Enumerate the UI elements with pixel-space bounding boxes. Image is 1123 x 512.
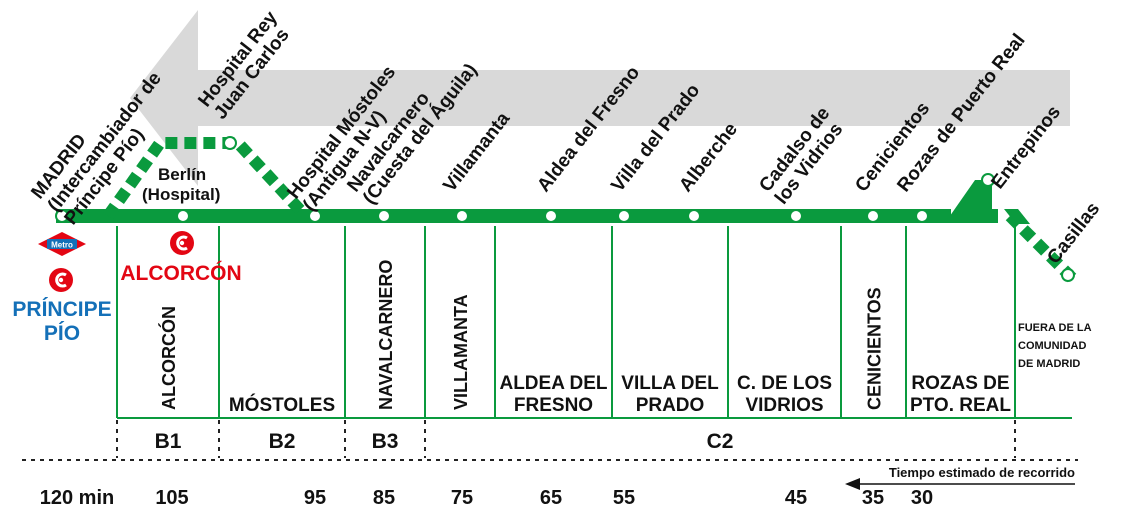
travel-time-value: 120 min — [40, 487, 114, 509]
metro-badge-text: Metro — [51, 241, 73, 250]
metro-badge — [47, 239, 77, 249]
travel-time-value: 75 — [451, 487, 473, 509]
municipality-name: ROZAS DE — [911, 373, 1009, 394]
cercanias-c-shape — [176, 235, 188, 251]
municipality-labels: ALCORCÓN MÓSTOLES NAVALCARNERO VILLAMANTA AL… — [158, 260, 1092, 416]
municipality-name: DE MADRID — [1018, 358, 1080, 370]
station-dot — [455, 209, 469, 223]
municipality-name: FUERA DE LA — [1018, 322, 1092, 334]
fare-zone-label: B2 — [269, 430, 296, 453]
station-dot — [176, 209, 190, 223]
branch-casillas — [1005, 211, 1077, 283]
travel-time-note: Tiempo estimado de recorrido — [889, 465, 1075, 480]
travel-time-value: 35 — [862, 487, 884, 509]
alcorcon-interchange-label: ALCORCÓN — [120, 261, 241, 285]
cercanias-dot — [58, 277, 64, 283]
travel-time-value: 65 — [540, 487, 562, 509]
municipality-name: COMUNIDAD — [1018, 340, 1086, 352]
municipality-name: VIDRIOS — [745, 395, 823, 416]
fare-zone-label: B3 — [372, 430, 399, 453]
station-dot — [915, 209, 929, 223]
travel-time-value: 85 — [373, 487, 395, 509]
stop-label: Alberche — [675, 119, 742, 196]
municipality-name: CENICIENTOS — [865, 287, 885, 410]
station-dot — [866, 209, 880, 223]
station-dot — [308, 209, 322, 223]
station-dot — [981, 173, 995, 187]
direction-arrow — [130, 10, 1070, 186]
stop-name: Alberche — [675, 119, 742, 196]
cercanias-dot — [179, 240, 185, 246]
municipality-name: NAVALCARNERO — [376, 260, 396, 410]
station-dot — [377, 209, 391, 223]
principe-pio-label: PÍO — [44, 322, 80, 345]
municipality-name: ALDEA DEL — [499, 373, 607, 394]
municipality-name: PTO. REAL — [910, 395, 1011, 416]
travel-time-value: 95 — [304, 487, 326, 509]
route-line — [55, 136, 1077, 283]
main-route-band — [56, 209, 951, 223]
branch-entrepinos — [945, 180, 992, 223]
stop-name: Casillas — [1043, 199, 1104, 269]
municipality-grid — [22, 226, 1078, 461]
travel-times: Tiempo estimado de recorrido 120 min 105 95… — [40, 465, 1075, 509]
municipality-name: C. DE LOS — [737, 373, 832, 394]
station-dot — [55, 209, 69, 223]
municipality-name: ALCORCÓN — [158, 306, 179, 410]
fare-zone-label: B1 — [155, 430, 182, 453]
municipality-name: MÓSTOLES — [229, 394, 335, 416]
stop-name: Berlín — [158, 165, 206, 184]
station-dot — [687, 209, 701, 223]
fare-zones: B1 B2 B3 C2 — [155, 430, 734, 453]
travel-time-value: 55 — [613, 487, 635, 509]
route-dash — [984, 209, 998, 223]
fare-zone-label: C2 — [707, 430, 734, 453]
travel-time-arrow-head-icon — [845, 478, 860, 490]
stop-name: (Hospital) — [142, 185, 220, 204]
station-dot — [223, 136, 237, 150]
travel-time-value: 30 — [911, 487, 933, 509]
stop-label: Casillas — [1043, 199, 1104, 269]
travel-time-value: 105 — [155, 487, 188, 509]
municipality-name: VILLAMANTA — [451, 294, 471, 410]
branch-hospital-rey-juan-carlos — [103, 137, 305, 220]
station-dot — [617, 209, 631, 223]
municipality-name: PRADO — [636, 395, 705, 416]
station-dot — [544, 209, 558, 223]
principe-pio-label: PRÍNCIPE — [12, 298, 111, 321]
direction-arrow-shape — [130, 10, 1070, 186]
station-dot — [1061, 268, 1075, 282]
municipality-name: VILLA DEL — [621, 373, 719, 394]
cercanias-c-shape — [55, 272, 67, 288]
travel-time-value: 45 — [785, 487, 807, 509]
station-dot — [789, 209, 803, 223]
municipality-name: FRESNO — [514, 395, 593, 416]
